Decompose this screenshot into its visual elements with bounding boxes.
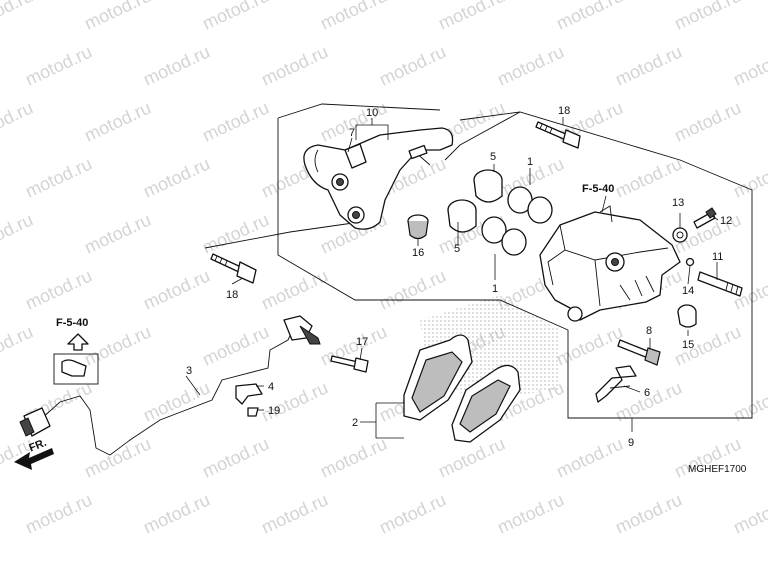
watermark-text: motod.ru xyxy=(435,0,508,34)
watermark-text: motod.ru xyxy=(671,97,744,145)
watermark-text: motod.ru xyxy=(140,153,213,201)
caliper-bracket xyxy=(303,127,454,230)
callout-16: 16 xyxy=(412,247,424,259)
bolt-18-lower xyxy=(210,253,257,284)
watermark-text: motod.ru xyxy=(140,377,213,425)
watermark-text: motod.ru xyxy=(258,265,331,313)
watermark-text: motod.ru xyxy=(81,0,154,34)
ref-symbol-left xyxy=(53,333,99,385)
watermark-text: motod.ru xyxy=(81,321,154,369)
caliper-body xyxy=(539,205,681,322)
watermark-text: motod.ru xyxy=(140,41,213,89)
watermark-text: motod.ru xyxy=(22,489,95,537)
watermark-text: motod.ru xyxy=(376,265,449,313)
watermark-text: motod.ru xyxy=(0,209,36,257)
watermark-text: motod.ru xyxy=(81,209,154,257)
pad-pin-8 xyxy=(617,339,661,366)
ref-label-top: F-5-40 xyxy=(582,183,614,195)
watermark-text: motod.ru xyxy=(612,41,685,89)
callout-7: 7 xyxy=(349,127,355,139)
assembly-frame xyxy=(204,103,753,419)
ref-label-left: F-5-40 xyxy=(56,317,88,329)
watermark-text: motod.ru xyxy=(0,0,36,34)
callout-1-lower: 1 xyxy=(492,283,498,295)
watermark-text: motod.ru xyxy=(199,321,272,369)
watermark-text: motod.ru xyxy=(376,489,449,537)
watermark-text: motod.ru xyxy=(376,41,449,89)
callout-1-upper: 1 xyxy=(527,156,533,168)
front-arrow xyxy=(14,448,54,470)
watermark-text: motod.ru xyxy=(22,153,95,201)
watermark-text: motod.ru xyxy=(199,97,272,145)
watermark-text: motod.ru xyxy=(317,0,390,34)
callout-8: 8 xyxy=(646,325,652,337)
watermark-text: motod.ru xyxy=(553,0,626,34)
callout-5-upper: 5 xyxy=(490,151,496,163)
watermark-text: motod.ru xyxy=(81,433,154,481)
boot-16 xyxy=(407,214,429,240)
pin-parts xyxy=(685,257,743,297)
watermark-text: motod.ru xyxy=(317,433,390,481)
callout-19: 19 xyxy=(268,405,280,417)
callout-labels: 10 7 18 5 1 5 16 1 13 12 11 14 15 8 6 9 … xyxy=(186,105,732,449)
clamp-4 xyxy=(235,383,263,417)
watermark-text: motod.ru xyxy=(199,0,272,34)
callout-17: 17 xyxy=(356,336,368,348)
watermark-text: motod.ru xyxy=(258,41,331,89)
watermark-text: motod.ru xyxy=(494,489,567,537)
watermark-text: motod.ru xyxy=(0,97,36,145)
watermark-text: motod.ru xyxy=(730,489,768,537)
watermark-text: motod.ru xyxy=(612,153,685,201)
watermark-text: motod.ru xyxy=(199,433,272,481)
watermark-text: motod.ru xyxy=(553,433,626,481)
watermark-text: motod.ru xyxy=(730,153,768,201)
callout-18-lower: 18 xyxy=(226,289,238,301)
watermark-text: motod.ru xyxy=(494,41,567,89)
callout-10: 10 xyxy=(366,107,378,119)
piston-seals xyxy=(481,186,553,256)
callout-14: 14 xyxy=(682,285,694,297)
bleeder-parts xyxy=(672,207,717,243)
callout-4: 4 xyxy=(268,381,274,393)
callout-3: 3 xyxy=(186,365,192,377)
callout-9: 9 xyxy=(628,437,634,449)
brake-pads xyxy=(403,334,521,443)
bolt-17 xyxy=(330,355,369,373)
watermark-text: motod.ru xyxy=(671,0,744,34)
watermark-text: motod.ru xyxy=(22,265,95,313)
callout-12: 12 xyxy=(720,215,732,227)
leader-lines xyxy=(185,117,719,439)
plug-15 xyxy=(677,304,697,328)
watermark-text: motod.ru xyxy=(258,489,331,537)
diagram-code: MGHEF1700 xyxy=(688,464,747,475)
watermark-text: motod.ru xyxy=(199,209,272,257)
watermark-text: motod.ru xyxy=(140,265,213,313)
callout-15: 15 xyxy=(682,339,694,351)
callout-11: 11 xyxy=(712,251,723,263)
watermark-text: motod.ru xyxy=(22,41,95,89)
watermark-text: motod.ru xyxy=(612,489,685,537)
callout-18-upper: 18 xyxy=(558,105,570,117)
watermark-text: motod.ru xyxy=(81,97,154,145)
callout-13: 13 xyxy=(672,197,684,209)
callout-5-lower: 5 xyxy=(454,243,460,255)
pad-spring-6 xyxy=(595,365,637,403)
watermark-text: motod.ru xyxy=(0,321,36,369)
pistons xyxy=(447,169,503,233)
watermark-text: motod.ru xyxy=(730,41,768,89)
callout-6: 6 xyxy=(644,387,650,399)
watermark-text: motod.ru xyxy=(140,489,213,537)
bolt-18-upper xyxy=(535,121,581,149)
callout-2: 2 xyxy=(352,417,358,429)
sensor-harness xyxy=(19,315,321,456)
